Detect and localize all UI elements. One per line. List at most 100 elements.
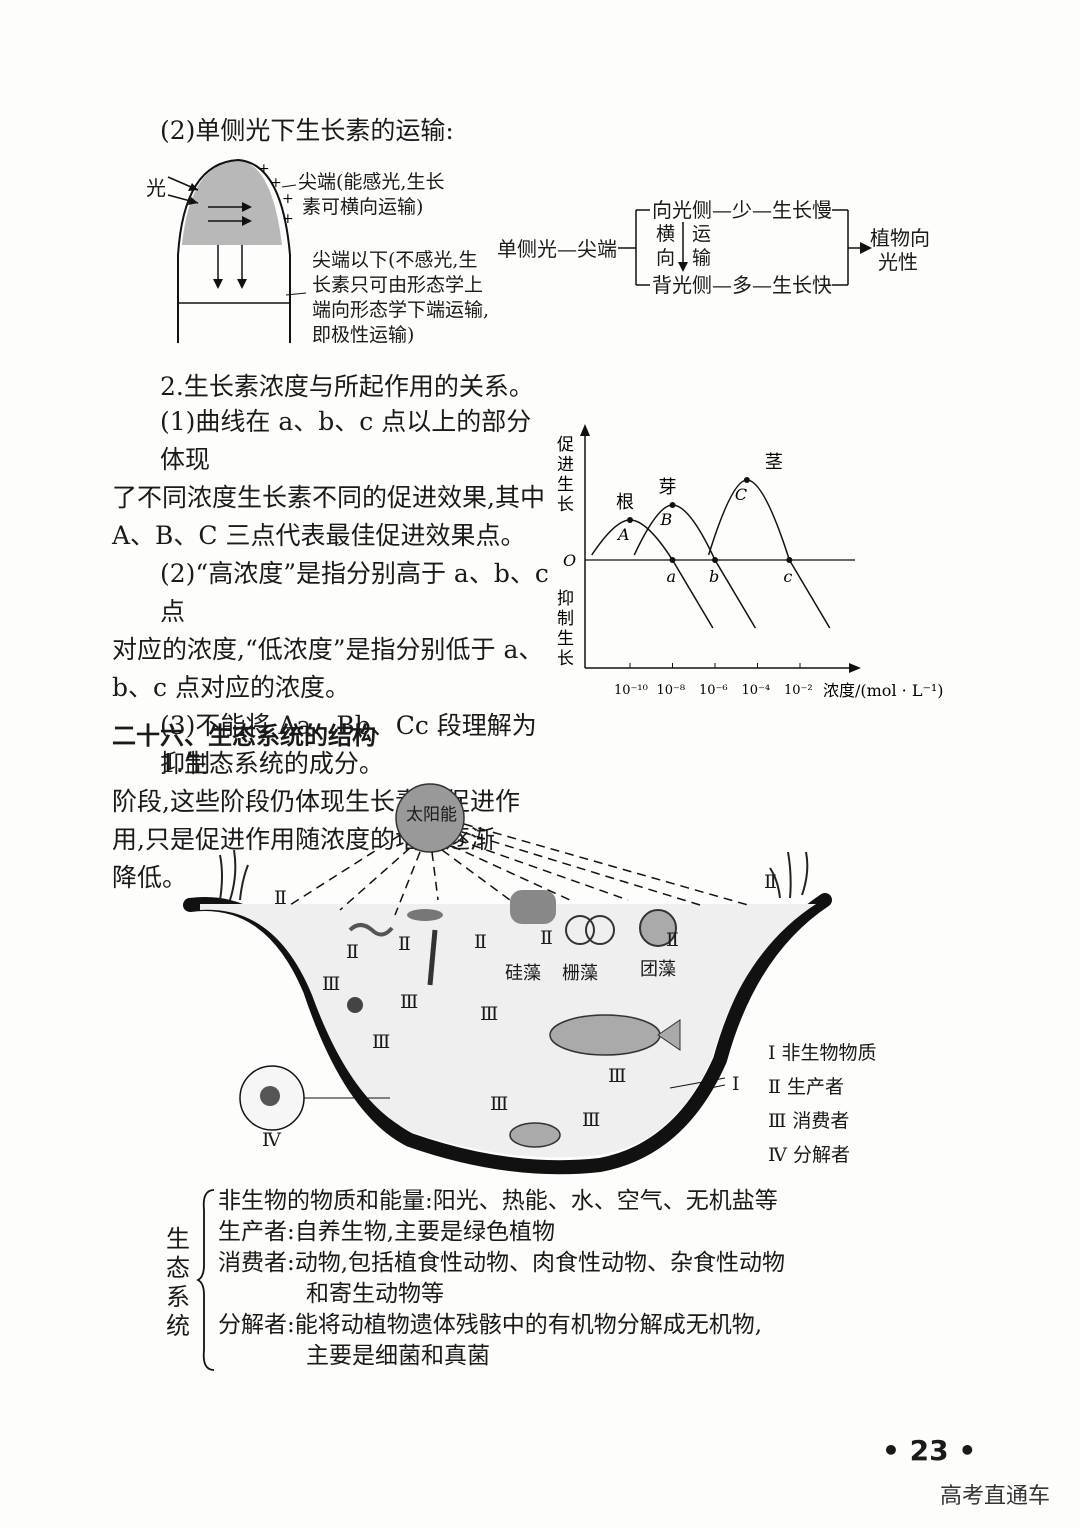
x-tick-label: 10⁻⁸ [657,683,686,698]
y-label-bottom-char: 抑 [557,589,574,609]
p3-line-1: (3)不能将 Aa、Bb、Cc 段理解为抑制 [160,711,537,778]
marker-producer-3: Ⅱ [398,933,411,955]
light-label: 光 [146,176,166,200]
peak-label-A: A [616,525,630,544]
curve-芽 [633,504,757,629]
peak-point-B [669,502,676,508]
tip-label-1: 尖端(能感光,生长 [298,171,445,193]
marker-consumer-5: Ⅲ [608,1065,627,1087]
marker-consumer-7: Ⅲ [582,1109,601,1131]
summary-list: 非生物的物质和能量:阳光、热能、水、空气、无机盐等 生产者:自养生物,主要是绿色… [218,1186,785,1372]
summary-decomposer-cont: 主要是细菌和真菌 [306,1343,490,1369]
x-axis-arrow [849,663,861,673]
origin-label: O [563,551,576,570]
shoot-tip-diagram: + + + + [167,158,307,343]
tip-label-2: 素可横向运输) [302,196,424,218]
flow-result-1: 植物向 [870,226,930,250]
curve-茎 [707,479,831,629]
below-label-4: 即极性运输) [312,324,415,346]
x-tick-label: 10⁻⁶ [699,683,728,698]
marker-producer-4: Ⅱ [474,931,487,953]
zero-point-a [669,557,676,563]
below-label-1: 尖端以下(不感光,生 [312,249,478,271]
flow-mid-right-2: 输 [692,247,712,269]
flow-mid-left-2: 向 [656,247,676,269]
ecosystem-heading: 二十六、生态系统的结构 [112,722,376,750]
marker-decomposer: Ⅳ [262,1129,281,1151]
summary-label-char: 生 [166,1225,190,1253]
below-label-2: 长素只可由形态学上 [312,274,484,296]
marker-consumer-6: Ⅲ [490,1093,509,1115]
legend-producer: Ⅱ 生产者 [768,1076,844,1098]
legend-consumer: Ⅲ 消费者 [768,1110,850,1132]
summary-abiotic: 非生物的物质和能量:阳光、热能、水、空气、无机盐等 [218,1188,778,1214]
legend-abiotic: Ⅰ 非生物物质 [768,1042,877,1064]
svg-text:+: + [270,175,282,191]
summary-label-char: 系 [166,1283,190,1311]
summary-consumer: 消费者:动物,包括植食性动物、肉食性动物、杂食性动物 [218,1250,786,1276]
peak-label-B: B [660,510,673,529]
below-label-3: 端向形态学下端运输, [312,299,490,321]
marker-consumer-3: Ⅲ [480,1003,499,1025]
marker-producer-7: Ⅱ [764,871,777,893]
phototropism-flow [618,209,872,286]
ecosystem-legend: Ⅰ 非生物物质 Ⅱ 生产者 Ⅲ 消费者 Ⅳ 分解者 [768,1036,877,1172]
concentration-heading: 2.生长素浓度与所起作用的关系。 [160,372,534,401]
x-tick-label: 10⁻² [784,683,813,698]
marker-producer-2: Ⅱ [346,941,359,963]
y-label-bottom-char: 生 [557,629,574,649]
label-scenedesmus: 栅藻 [562,963,598,984]
summary-label-char: 统 [166,1312,190,1340]
series-name-根: 根 [616,492,634,513]
svg-text:+: + [282,211,294,227]
peak-point-C [743,477,750,483]
sun-label-text: 太阳能 [406,805,457,825]
zero-point-c [786,557,793,563]
label-volvox: 团藻 [640,959,676,980]
y-label-bottom-char: 制 [557,609,574,629]
x-tick-label: 10⁻⁴ [742,683,771,698]
y-axis-arrow [580,424,590,436]
y-label-top-char: 促 [557,435,574,455]
legend-decomposer: Ⅳ 分解者 [768,1144,851,1166]
svg-text:+: + [282,191,294,207]
series-name-茎: 茎 [765,452,783,473]
marker-consumer-1: Ⅲ [322,973,341,995]
svg-text:+: + [258,161,270,177]
y-label-bottom-char: 长 [557,649,574,669]
series-name-芽: 芽 [659,477,677,498]
marker-abiotic: Ⅰ [732,1073,740,1095]
zero-label-a: a [667,567,677,586]
marker-producer-6: Ⅱ [666,929,679,951]
y-label-top-char: 长 [557,495,574,515]
flow-bottom: 背光侧—多—生长快 [652,273,832,297]
marker-consumer-4: Ⅲ [372,1031,391,1053]
p2-line-3: b、c 点对应的浓度。 [112,673,350,702]
flow-mid-left-1: 横 [656,223,676,245]
x-tick-label: 10⁻¹⁰ [614,683,648,698]
zero-label-c: c [783,567,792,586]
p1-line-3: A、B、C 三点代表最佳促进效果点。 [112,521,526,550]
label-diatom: 硅藻 [505,963,541,984]
summary-label: 生 态 系 统 [166,1225,194,1341]
peak-point-A [627,517,633,523]
pond-ecosystem-diagram [183,783,832,1175]
page-number: • 23 • [882,1434,977,1467]
marker-consumer-2: Ⅲ [400,991,419,1013]
p3-line-4: 降低。 [112,863,188,892]
p1-line-1: (1)曲线在 a、b、c 点以上的部分体现 [160,407,532,474]
marker-producer-1: Ⅱ [274,887,287,909]
summary-consumer-cont: 和寄生动物等 [306,1281,444,1307]
marker-producer-5: Ⅱ [540,927,553,949]
watermark: 高考直通车 [940,1484,1051,1509]
p2-line-2: 对应的浓度,“低浓度”是指分别低于 a、 [112,635,544,664]
flow-top: 向光侧—少—生长慢 [652,198,832,222]
ecosystem-subheading: 1.生态系统的成分。 [160,749,384,778]
p1-line-2: 了不同浓度生长素不同的促进效果,其中 [112,483,545,512]
zero-label-b: b [709,567,719,586]
summary-label-char: 态 [166,1254,190,1282]
summary-producer: 生产者:自养生物,主要是绿色植物 [218,1219,556,1245]
flow-start: 单侧光—尖端 [497,237,617,261]
curve-根 [591,519,714,629]
y-label-top-char: 进 [557,455,574,475]
